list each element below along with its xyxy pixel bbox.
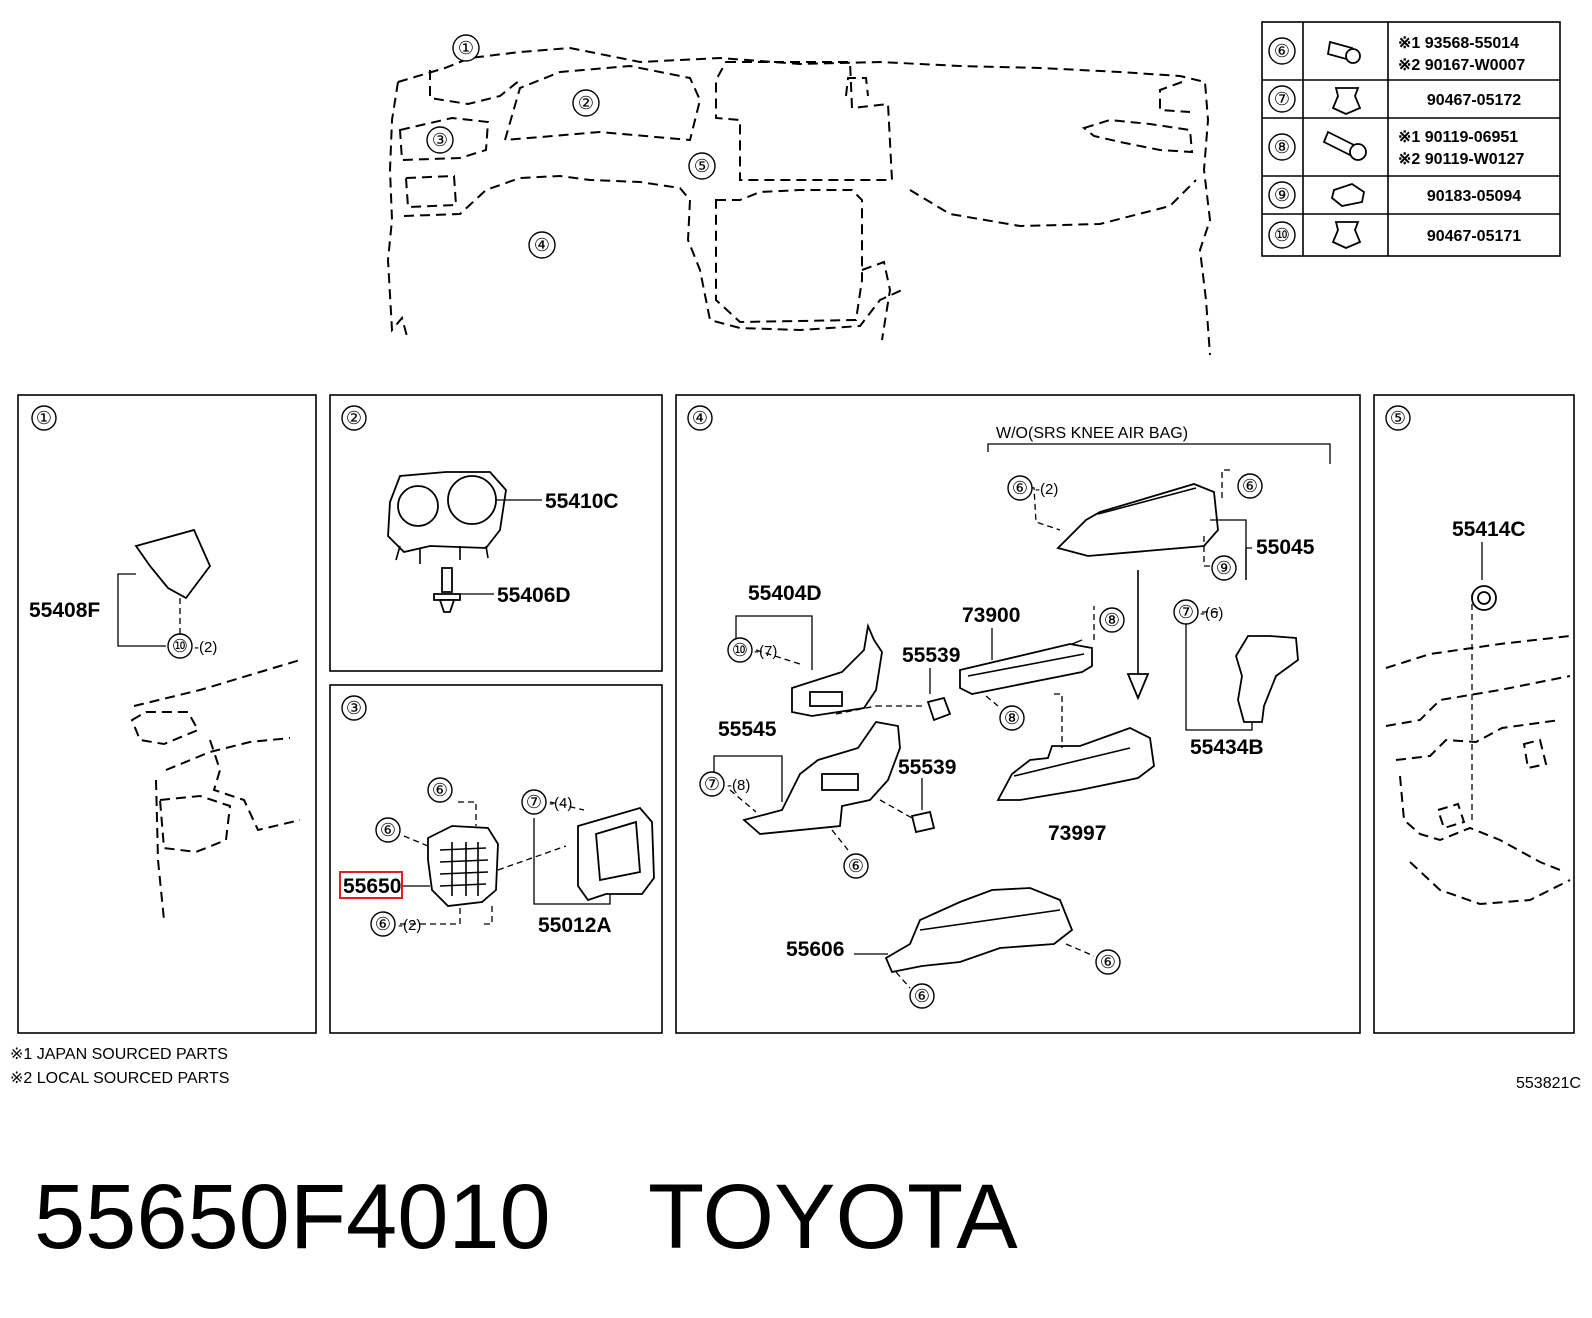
panel-4-ref: ④ — [692, 408, 708, 428]
footnote-2: ※2 LOCAL SOURCED PARTS — [10, 1070, 229, 1087]
table-part-10[interactable]: 90467-05171 — [1427, 228, 1521, 245]
table-part-7[interactable]: 90467-05172 — [1427, 92, 1521, 109]
panel5-part-55414C[interactable]: 55414C — [1452, 518, 1526, 541]
table-ref-9: ⑨ — [1274, 185, 1290, 205]
table-part-6a[interactable]: ※1 93568-55014 — [1398, 35, 1519, 52]
table-ref-6: ⑥ — [1274, 41, 1290, 61]
panel3-fastener-7: ⑦ — [526, 792, 542, 812]
panel1-fastener-10: ⑩ — [172, 636, 188, 656]
panel4-part-55539b[interactable]: 55539 — [898, 756, 956, 779]
panel4-fastener-7a-qty: -(6) — [1200, 605, 1223, 622]
panel3-fastener-6-top: ⑥ — [432, 780, 448, 800]
overview-callout-2-text: ② — [578, 93, 594, 113]
table-ref-10: ⑩ — [1274, 225, 1290, 245]
panel-5-ref: ⑤ — [1390, 408, 1406, 428]
panel1-fastener-qty: -(2) — [194, 639, 217, 656]
panel2-part-55410C[interactable]: 55410C — [545, 490, 619, 513]
caption-brand: TOYOTA — [648, 1166, 1018, 1268]
overview-callout-2[interactable] — [572, 89, 600, 117]
overview-callout-3[interactable] — [426, 126, 454, 154]
panel-5 — [1373, 394, 1575, 1034]
overview-callout-5-text: ⑤ — [694, 156, 710, 176]
overview-callout-4[interactable] — [528, 231, 556, 259]
panel4-part-55434B[interactable]: 55434B — [1190, 736, 1264, 759]
table-part-8a[interactable]: ※1 90119-06951 — [1398, 129, 1518, 146]
panel4-fastener-9: ⑨ — [1216, 558, 1232, 578]
panel4-fastener-8a: ⑧ — [1104, 610, 1120, 630]
panel-1-ref: ① — [36, 408, 52, 428]
table-ref-7: ⑦ — [1274, 89, 1290, 109]
panel3-fastener-6-left: ⑥ — [380, 820, 396, 840]
diagram-code: 553821C — [1516, 1075, 1581, 1092]
panel-3-ref: ③ — [346, 698, 362, 718]
dashboard-overview — [386, 46, 1212, 356]
footnote-1: ※1 JAPAN SOURCED PARTS — [10, 1046, 228, 1063]
bolt-icon — [1326, 40, 1361, 64]
nut-icon — [1330, 183, 1366, 207]
panel4-part-73900[interactable]: 73900 — [962, 604, 1020, 627]
table-part-8b[interactable]: ※2 90119-W0127 — [1398, 151, 1524, 168]
panel-2-ref: ② — [346, 408, 362, 428]
overview-callout-1[interactable] — [452, 34, 480, 62]
panel3-part-55012A[interactable]: 55012A — [538, 914, 612, 937]
table-part-9[interactable]: 90183-05094 — [1427, 188, 1521, 205]
panel4-part-55606[interactable]: 55606 — [786, 938, 844, 961]
highlight-box — [339, 871, 403, 899]
table-part-6b[interactable]: ※2 90167-W0007 — [1398, 57, 1525, 74]
fastener-table — [1261, 21, 1561, 257]
panel4-part-55404D[interactable]: 55404D — [748, 582, 822, 605]
panel4-fastener-6d: ⑥ — [1100, 952, 1116, 972]
clip-icon — [1331, 87, 1362, 115]
panel3-fastener-7-qty: -(4) — [549, 795, 572, 812]
panel1-part-55408F[interactable]: 55408F — [29, 599, 100, 622]
panel4-fastener-7b: ⑦ — [704, 774, 720, 794]
panel4-part-55539a[interactable]: 55539 — [902, 644, 960, 667]
panel4-fastener-8b: ⑧ — [1004, 708, 1020, 728]
overview-callout-3-text: ③ — [432, 130, 448, 150]
panel4-part-55045[interactable]: 55045 — [1256, 536, 1315, 559]
panel-2 — [329, 394, 663, 672]
panel4-fastener-10: ⑩ — [732, 640, 748, 660]
panel3-fastener-6-bottom-qty: -(2) — [398, 917, 421, 934]
panel4-fastener-7a: ⑦ — [1178, 602, 1194, 622]
panel4-part-73997[interactable]: 73997 — [1048, 822, 1106, 845]
overview-callout-1-text: ① — [458, 38, 474, 58]
overview-callout-4-text: ④ — [534, 235, 550, 255]
panel4-fastener-6c: ⑥ — [848, 856, 864, 876]
caption-part-number: 55650F4010 — [34, 1166, 551, 1268]
panel4-fastener-10-qty: -(7) — [754, 643, 777, 660]
panel4-fastener-6e: ⑥ — [914, 986, 930, 1006]
panel4-condition-label: W/O(SRS KNEE AIR BAG) — [996, 425, 1188, 442]
panel-3 — [329, 684, 663, 1034]
panel3-part-55650-highlighted[interactable]: 55650 — [343, 875, 401, 898]
panel4-fastener-6b: ⑥ — [1242, 476, 1258, 496]
panel2-part-55406D[interactable]: 55406D — [497, 584, 571, 607]
bolt-icon — [1322, 130, 1367, 161]
panel-1 — [17, 394, 317, 1034]
panel4-fastener-7b-qty: -(8) — [727, 777, 750, 794]
overview-callouts — [426, 34, 716, 259]
panel4-fastener-6a: ⑥ — [1012, 478, 1028, 498]
table-ref-8: ⑧ — [1274, 137, 1290, 157]
panel3-fastener-6-bottom: ⑥ — [375, 914, 391, 934]
overview-callout-5[interactable] — [688, 152, 716, 180]
panel-4 — [675, 394, 1361, 1034]
panel4-fastener-6a-qty: -(2) — [1035, 481, 1058, 498]
clip-icon — [1331, 221, 1362, 249]
panel4-part-55545[interactable]: 55545 — [718, 718, 777, 741]
